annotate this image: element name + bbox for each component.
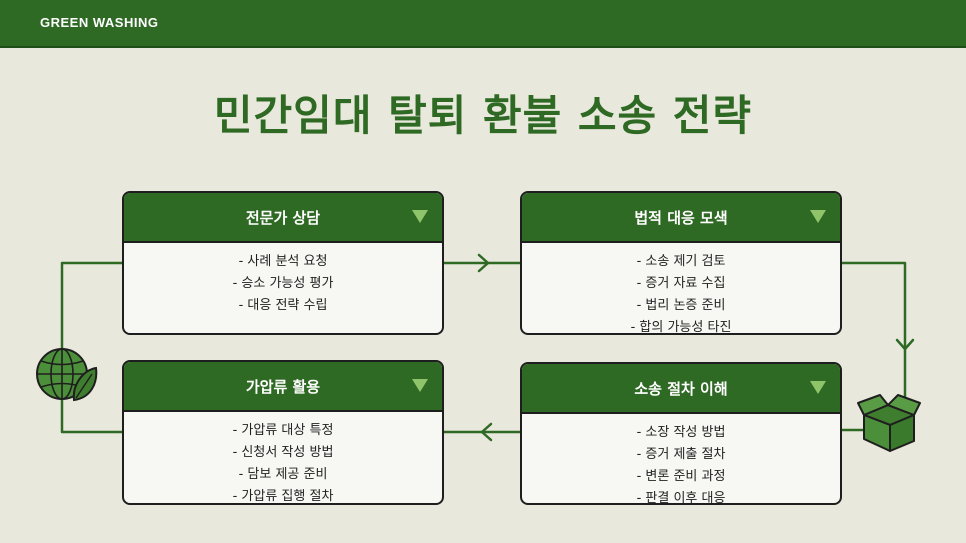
connector-3-1 (60, 261, 124, 434)
list-item: - 소장 작성 방법 (636, 425, 726, 440)
box-icon (857, 394, 921, 452)
card-title: 가압류 활용 (245, 378, 321, 396)
brand-label: GREEN WASHING (40, 15, 159, 30)
card-list: - 소송 제기 검토 - 증거 자료 수집 - 법리 논증 준비 - 합의 가능… (522, 243, 840, 335)
card-header[interactable]: 법적 대응 모색 (522, 193, 840, 243)
arrow-down-icon (895, 338, 915, 351)
list-item: - 판결 이후 대응 (636, 491, 726, 505)
list-item: - 가압류 대상 특정 (232, 423, 334, 438)
card-legal-response: 법적 대응 모색 - 소송 제기 검토 - 증거 자료 수집 - 법리 논증 준… (520, 191, 842, 335)
card-header[interactable]: 소송 절차 이해 (522, 364, 840, 414)
card-list: - 소장 작성 방법 - 증거 제출 절차 - 변론 준비 과정 - 판결 이후… (522, 414, 840, 505)
card-expert-consultation: 전문가 상담 - 사례 분석 요청 - 승소 가능성 평가 - 대응 전략 수립 (122, 191, 444, 335)
list-item: - 가압류 집행 절차 (232, 489, 334, 504)
list-item: - 소송 제기 검토 (636, 254, 726, 269)
list-item: - 변론 준비 과정 (636, 469, 726, 484)
card-header[interactable]: 전문가 상담 (124, 193, 442, 243)
list-item: - 합의 가능성 타진 (630, 320, 732, 335)
list-item: - 증거 제출 절차 (636, 447, 726, 462)
card-title: 전문가 상담 (245, 209, 321, 227)
list-item: - 승소 가능성 평가 (232, 276, 334, 291)
card-provisional-seizure: 가압류 활용 - 가압류 대상 특정 - 신청서 작성 방법 - 담보 제공 준… (122, 360, 444, 505)
card-litigation-procedure: 소송 절차 이해 - 소장 작성 방법 - 증거 제출 절차 - 변론 준비 과… (520, 362, 842, 505)
triangle-down-icon[interactable] (810, 381, 826, 394)
arrow-left-icon (480, 422, 493, 442)
page-title: 민간임대 탈퇴 환불 소송 전략 (213, 91, 753, 140)
globe-leaf-icon (36, 348, 98, 402)
card-list: - 사례 분석 요청 - 승소 가능성 평가 - 대응 전략 수립 (124, 243, 442, 317)
list-item: - 법리 논증 준비 (636, 298, 726, 313)
card-title: 법적 대응 모색 (634, 209, 728, 227)
triangle-down-icon[interactable] (412, 379, 428, 392)
card-list: - 가압류 대상 특정 - 신청서 작성 방법 - 담보 제공 준비 - 가압류… (124, 412, 442, 504)
list-item: - 신청서 작성 방법 (232, 445, 334, 460)
card-header[interactable]: 가압류 활용 (124, 362, 442, 412)
arrow-right-icon (477, 253, 490, 273)
list-item: - 사례 분석 요청 (238, 254, 328, 269)
triangle-down-icon[interactable] (810, 210, 826, 223)
list-item: - 증거 자료 수집 (636, 276, 726, 291)
top-bar: GREEN WASHING (0, 0, 966, 48)
list-item: - 담보 제공 준비 (238, 467, 328, 482)
triangle-down-icon[interactable] (412, 210, 428, 223)
card-title: 소송 절차 이해 (634, 380, 728, 398)
list-item: - 대응 전략 수립 (238, 298, 328, 313)
